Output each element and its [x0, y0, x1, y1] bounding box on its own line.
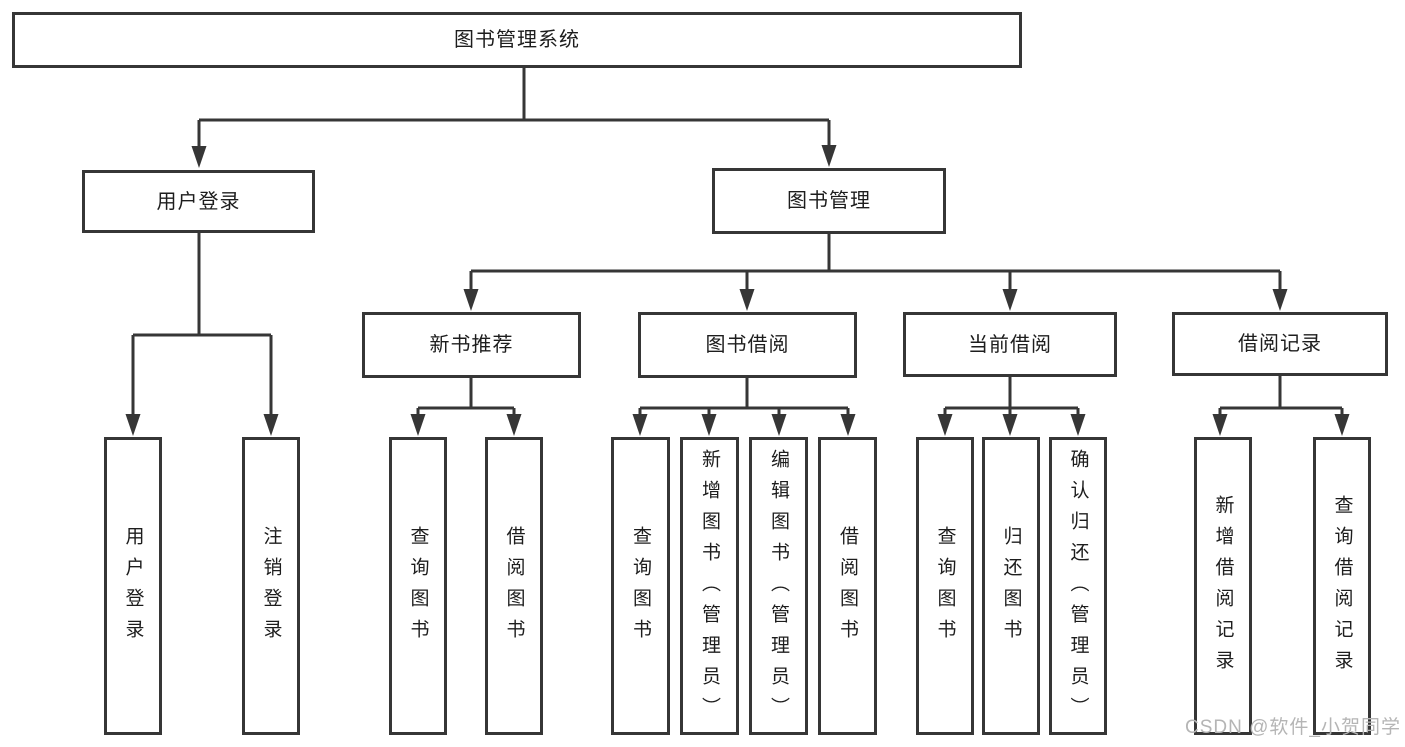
leaf-records-add-record-label: 新增借阅记录 — [1212, 495, 1234, 681]
leaf-recommend-query-book: 查询图书 — [389, 437, 447, 735]
node-user-login: 用户登录 — [82, 170, 315, 233]
node-book-management-label: 图书管理 — [787, 190, 871, 212]
node-book-borrowing: 图书借阅 — [638, 312, 857, 378]
leaf-records-query-record: 查询借阅记录 — [1313, 437, 1371, 735]
node-borrow-records: 借阅记录 — [1172, 312, 1388, 376]
leaf-recommend-borrow-book: 借阅图书 — [485, 437, 543, 735]
leaf-current-confirm-return-admin: 确认归还（管理员） — [1049, 437, 1107, 735]
leaf-current-query-book: 查询图书 — [916, 437, 974, 735]
leaf-borrowing-query-book-label: 查询图书 — [630, 526, 651, 650]
leaf-borrowing-edit-book-admin: 编辑图书（管理员） — [749, 437, 808, 735]
leaf-borrowing-query-book: 查询图书 — [611, 437, 670, 735]
node-book-borrowing-label: 图书借阅 — [705, 334, 790, 356]
leaf-borrowing-edit-book-admin-label: 编辑图书（管理员） — [768, 448, 789, 728]
node-book-management: 图书管理 — [712, 168, 946, 234]
csdn-watermark: CSDN @软件_小贺同学 — [1185, 717, 1401, 738]
leaf-user-login: 用户登录 — [104, 437, 162, 735]
leaf-records-add-record: 新增借阅记录 — [1194, 437, 1252, 735]
node-new-book-recommend: 新书推荐 — [362, 312, 581, 378]
leaf-current-return-book-label: 归还图书 — [1000, 526, 1022, 650]
node-current-borrowing-label: 当前借阅 — [968, 333, 1052, 356]
leaf-current-query-book-label: 查询图书 — [934, 526, 956, 650]
leaf-borrowing-borrow-book-label: 借阅图书 — [837, 526, 858, 650]
leaf-borrowing-borrow-book: 借阅图书 — [818, 437, 877, 735]
leaf-logout: 注销登录 — [242, 437, 300, 735]
leaf-recommend-borrow-book-label: 借阅图书 — [503, 526, 525, 650]
leaf-logout-label: 注销登录 — [260, 526, 282, 650]
node-new-book-recommend-label: 新书推荐 — [429, 334, 514, 356]
leaf-current-confirm-return-admin-label: 确认归还（管理员） — [1067, 448, 1089, 728]
leaf-borrowing-add-book-admin: 新增图书（管理员） — [680, 437, 739, 735]
node-current-borrowing: 当前借阅 — [903, 312, 1117, 377]
node-library-system: 图书管理系统 — [12, 12, 1022, 68]
leaf-records-query-record-label: 查询借阅记录 — [1331, 495, 1353, 681]
leaf-recommend-query-book-label: 查询图书 — [407, 526, 429, 650]
leaf-current-return-book: 归还图书 — [982, 437, 1040, 735]
leaf-borrowing-add-book-admin-label: 新增图书（管理员） — [699, 448, 720, 728]
node-user-login-label: 用户登录 — [156, 190, 241, 213]
leaf-user-login-label: 用户登录 — [122, 526, 144, 650]
node-library-system-label: 图书管理系统 — [454, 29, 580, 51]
node-borrow-records-label: 借阅记录 — [1238, 333, 1322, 355]
